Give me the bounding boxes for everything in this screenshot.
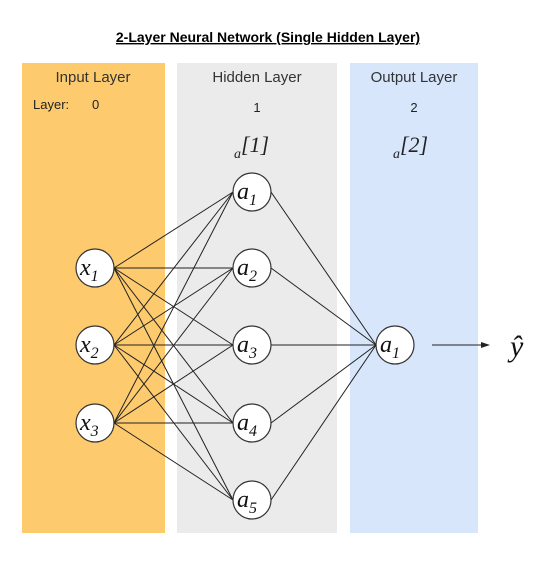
hidden-node-circle — [232, 403, 272, 443]
input-node-label: x3 — [79, 410, 99, 440]
input-node-circle — [75, 325, 115, 365]
output-layer-band — [350, 63, 478, 533]
edge-x3-a5 — [113, 422, 234, 501]
prediction-yhat: ŷ — [507, 330, 524, 363]
output-layer-label: Output Layer — [371, 69, 458, 86]
hidden-layer-number: 1 — [253, 100, 260, 115]
hidden-activation-label: a[1] — [234, 132, 269, 162]
hidden-node-label: a1 — [237, 179, 257, 209]
hidden-node-circle — [232, 480, 272, 520]
hidden-node-label: a3 — [237, 332, 257, 362]
hidden-node-2: a2 — [232, 248, 272, 288]
hidden-node-circle — [232, 248, 272, 288]
output-arrow-head — [481, 342, 490, 348]
edge-a1-out — [270, 191, 377, 346]
input-node-circle — [75, 248, 115, 288]
input-layer-number: 0 — [92, 97, 99, 112]
hidden-layer-band — [177, 63, 337, 533]
input-layer-label: Input Layer — [55, 69, 130, 86]
input-node-label: x2 — [79, 332, 99, 362]
input-node-3: x3 — [75, 403, 115, 443]
input-node-label: x1 — [79, 255, 99, 285]
hidden-node-1: a1 — [232, 172, 272, 212]
edge-x2-a1 — [113, 191, 234, 346]
edge-a4-out — [270, 344, 377, 424]
edge-x1-a1 — [113, 191, 234, 269]
output-node-label: a1 — [380, 332, 400, 362]
input-layer-band — [22, 63, 165, 533]
output-activation-label: a[2] — [393, 132, 428, 162]
hidden-node-label: a2 — [237, 255, 257, 285]
output-node-1: a1 — [375, 325, 415, 365]
network-nodes: x1 x2 x3 a1 a2 a3 a4 a5 a1 — [75, 172, 415, 520]
hidden-node-3: a3 — [232, 325, 272, 365]
input-node-2: x2 — [75, 325, 115, 365]
edge-x3-a2 — [113, 267, 234, 424]
output-layer-number: 2 — [410, 100, 417, 115]
hidden-node-4: a4 — [232, 403, 272, 443]
diagram-title: 2-Layer Neural Network (Single Hidden La… — [116, 29, 420, 45]
hidden-layer-label: Hidden Layer — [212, 69, 301, 86]
layer-prefix-label: Layer: — [33, 97, 69, 112]
hidden-node-5: a5 — [232, 480, 272, 520]
edge-x3-a1 — [113, 191, 234, 424]
hidden-node-label: a4 — [237, 410, 257, 440]
input-node-1: x1 — [75, 248, 115, 288]
hidden-node-circle — [232, 172, 272, 212]
edge-x3-a3 — [113, 344, 234, 424]
input-node-circle — [75, 403, 115, 443]
hidden-node-circle — [232, 325, 272, 365]
connection-lines — [113, 191, 377, 501]
hidden-node-label: a5 — [237, 487, 257, 517]
edge-a2-out — [270, 267, 377, 346]
output-node-circle — [375, 325, 415, 365]
edge-a5-out — [270, 344, 377, 501]
